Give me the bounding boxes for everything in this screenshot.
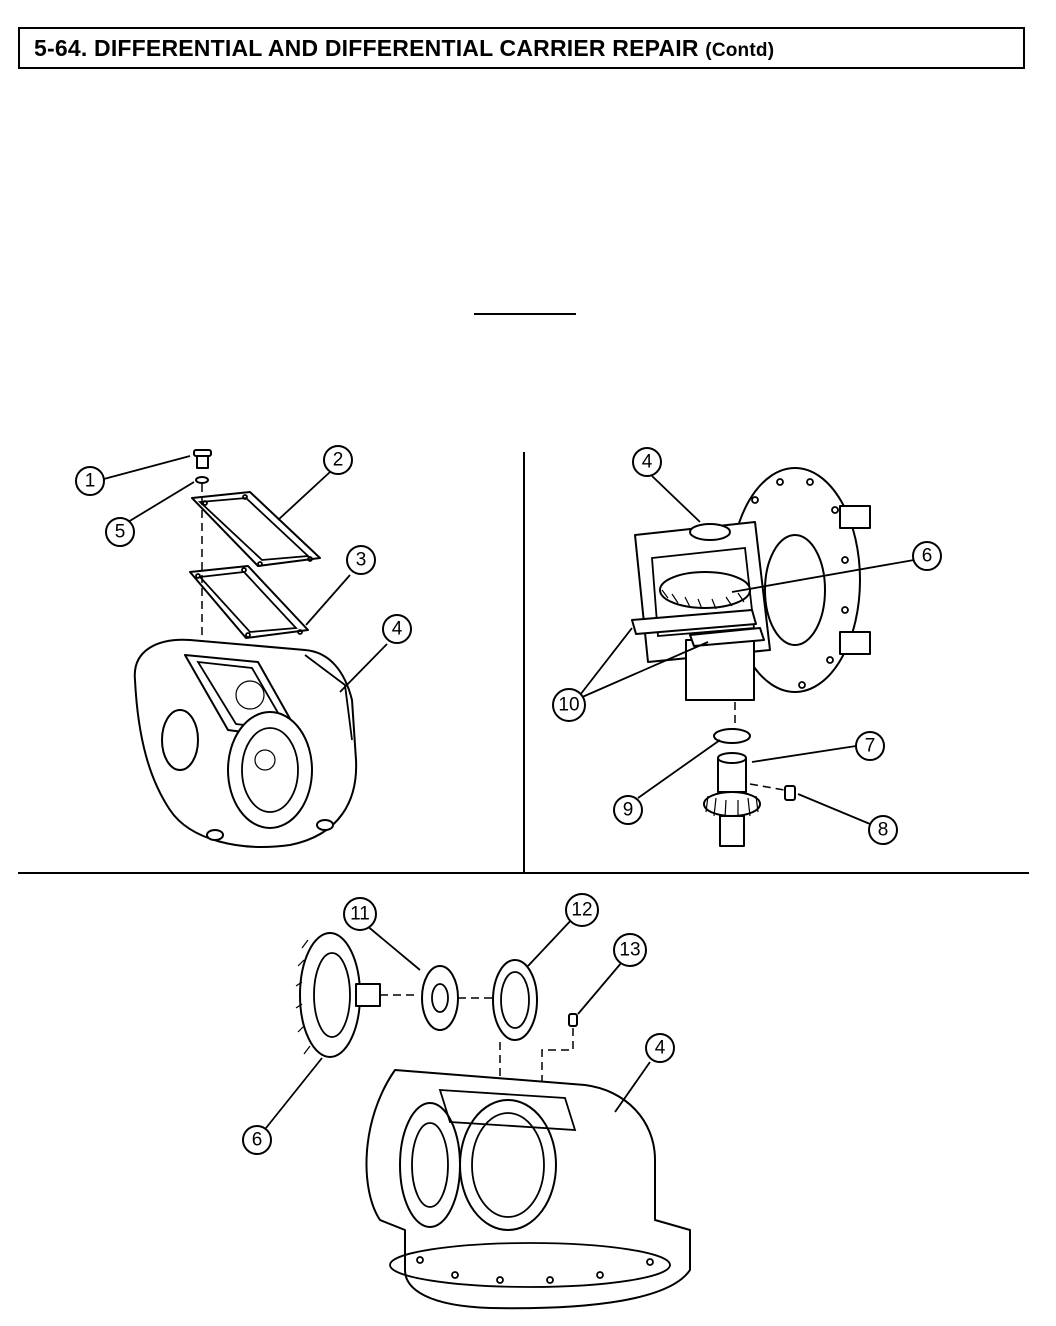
svg-text:4: 4 (642, 452, 653, 473)
vertical-divider (523, 452, 525, 872)
svg-text:5: 5 (115, 522, 126, 543)
leader-2 (277, 471, 331, 521)
svg-text:4: 4 (655, 1038, 666, 1059)
support-bars (631, 609, 765, 647)
leader-6 (731, 559, 915, 593)
svg-text:2: 2 (333, 450, 344, 471)
leader-10a (579, 627, 633, 696)
figure-differential-removal: 11 12 13 4 6 (242, 893, 691, 1310)
svg-text:8: 8 (878, 820, 889, 841)
leader-4 (614, 1061, 651, 1113)
callout-4: 4 (645, 1033, 675, 1063)
leader-11 (359, 919, 421, 971)
callout-4: 4 (632, 447, 662, 477)
bearing-cup (492, 959, 538, 1041)
svg-text:3: 3 (356, 550, 367, 571)
ring-gear (659, 571, 751, 610)
leader-8 (797, 793, 871, 825)
pinion-shaft (703, 752, 761, 847)
svg-text:6: 6 (922, 546, 933, 567)
callout-5: 5 (105, 517, 135, 547)
thrust-washer (713, 728, 751, 744)
leader-1 (99, 455, 191, 481)
svg-text:13: 13 (619, 940, 640, 961)
bearing-part (421, 965, 459, 1031)
callout-6: 6 (912, 541, 942, 571)
key-part (784, 785, 796, 801)
callout-2: 2 (323, 445, 353, 475)
callout-8: 8 (868, 815, 898, 845)
bevel-gear (295, 932, 381, 1058)
callout-10: 10 (552, 688, 586, 722)
callout-1: 1 (75, 466, 105, 496)
svg-text:6: 6 (252, 1130, 263, 1151)
callout-9: 9 (613, 795, 643, 825)
svg-text:7: 7 (865, 736, 876, 757)
leader-4 (339, 643, 388, 693)
svg-text:12: 12 (571, 900, 592, 921)
leader-4 (651, 475, 701, 523)
leader-3 (305, 574, 351, 626)
figure-ring-gear-removal: 4 6 10 7 9 8 (552, 447, 942, 847)
callout-12: 12 (565, 893, 599, 927)
section-title-text: 5-64. DIFFERENTIAL AND DIFFERENTIAL CARR… (34, 35, 699, 61)
screw-part (193, 449, 212, 484)
svg-text:11: 11 (350, 904, 370, 925)
leader-9 (637, 739, 721, 799)
leader-6 (265, 1057, 323, 1129)
cover-part (191, 491, 321, 567)
callout-3: 3 (346, 545, 376, 575)
callout-6: 6 (242, 1125, 272, 1155)
callout-7: 7 (855, 731, 885, 761)
horizontal-divider (18, 872, 1029, 874)
leader-5 (127, 481, 195, 523)
svg-text:4: 4 (392, 619, 403, 640)
leader-13 (577, 961, 623, 1015)
leader-7 (751, 745, 857, 763)
gasket-part (189, 565, 309, 639)
svg-text:1: 1 (85, 471, 96, 492)
leader-12 (527, 915, 576, 967)
callout-13: 13 (613, 933, 647, 967)
section-title-contd: (Contd) (705, 40, 775, 61)
figure-cover-removal: 1 2 5 3 4 (75, 445, 412, 848)
carrier-housing (365, 1069, 691, 1310)
svg-text:10: 10 (558, 695, 579, 716)
setscrew-part (568, 1013, 578, 1027)
callout-4: 4 (382, 614, 412, 644)
carrier-housing (133, 638, 358, 848)
section-header: 5-64. DIFFERENTIAL AND DIFFERENTIAL CARR… (18, 27, 1025, 69)
blank-rule (474, 313, 576, 315)
callout-11: 11 (343, 897, 377, 931)
section-title: 5-64. DIFFERENTIAL AND DIFFERENTIAL CARR… (34, 35, 774, 62)
leader-10b (579, 641, 709, 699)
svg-text:9: 9 (623, 800, 634, 821)
